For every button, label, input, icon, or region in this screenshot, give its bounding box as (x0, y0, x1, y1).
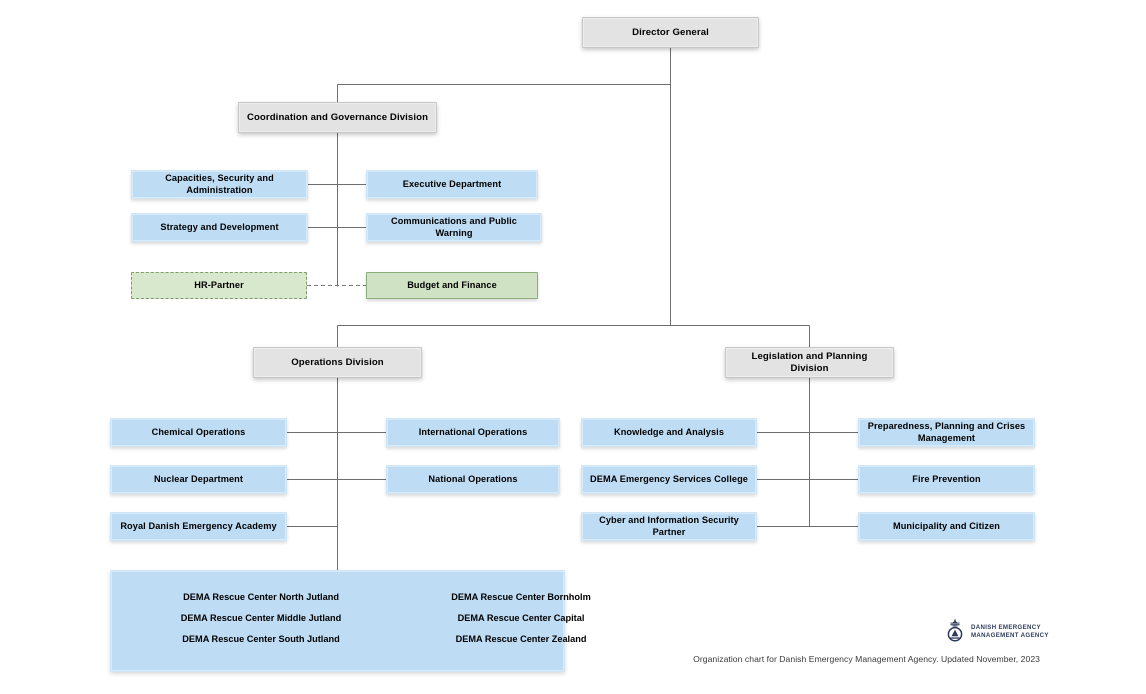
node-label: National Operations (428, 473, 518, 484)
node-nuclear-department[interactable]: Nuclear Department (110, 465, 287, 494)
node-chemical-operations[interactable]: Chemical Operations (110, 418, 287, 447)
node-label: Nuclear Department (153, 473, 244, 484)
node-legislation-and-planning-division[interactable]: Legislation and Planning Division (725, 347, 894, 378)
node-royal-danish-emergency-academy[interactable]: Royal Danish Emergency Academy (110, 512, 287, 541)
rescue-centers-left-column: DEMA Rescue Center North Jutland DEMA Re… (131, 592, 391, 657)
node-national-operations[interactable]: National Operations (386, 465, 560, 494)
node-cyber-and-information-security-partner[interactable]: Cyber and Information Security Partner (581, 512, 757, 541)
node-label: Executive Department (402, 178, 502, 189)
dema-emblem-icon (947, 619, 963, 642)
node-capacities-security-and-administration[interactable]: Capacities, Security and Administration (131, 170, 308, 199)
node-label: Strategy and Development (160, 221, 279, 232)
list-item[interactable]: DEMA Rescue Center Capital (457, 613, 585, 624)
node-coordination-and-governance-division[interactable]: Coordination and Governance Division (238, 102, 437, 133)
node-label: Communications and Public Warning (390, 216, 518, 238)
node-dema-emergency-services-college[interactable]: DEMA Emergency Services College (581, 465, 757, 494)
agency-logo-text: DANISH EMERGENCY MANAGEMENT AGENCY (971, 624, 1049, 640)
node-international-operations[interactable]: International Operations (386, 418, 560, 447)
node-label: Legislation and Planning Division (751, 350, 868, 374)
node-knowledge-and-analysis[interactable]: Knowledge and Analysis (581, 418, 757, 447)
node-label: DEMA Emergency Services College (590, 473, 748, 484)
node-label: International Operations (418, 426, 528, 437)
agency-logo-line-1: DANISH EMERGENCY (971, 623, 1041, 631)
list-item[interactable]: DEMA Rescue Center Bornholm (451, 592, 591, 602)
node-budget-and-finance[interactable]: Budget and Finance (366, 272, 538, 299)
list-item[interactable]: DEMA Rescue Center Middle Jutland (180, 613, 342, 624)
node-label: Director General (632, 26, 709, 38)
node-executive-department[interactable]: Executive Department (366, 170, 538, 199)
rescue-centers-panel[interactable]: DEMA Rescue Center North Jutland DEMA Re… (110, 570, 591, 672)
node-label: Operations Division (291, 356, 384, 368)
node-preparedness-planning-and-crises-management[interactable]: Preparedness, Planning and Crises Manage… (858, 418, 1035, 447)
node-label: Capacities, Security and Administration (165, 173, 274, 195)
node-operations-division[interactable]: Operations Division (253, 347, 422, 378)
list-item[interactable]: DEMA Rescue Center North Jutland (183, 592, 339, 602)
node-director-general[interactable]: Director General (582, 17, 759, 48)
node-label: Knowledge and Analysis (613, 426, 725, 437)
node-label: Coordination and Governance Division (246, 111, 429, 123)
node-municipality-and-citizen[interactable]: Municipality and Citizen (858, 512, 1035, 541)
agency-logo-line-2: MANAGEMENT AGENCY (971, 632, 1049, 639)
agency-logo: DANISH EMERGENCY MANAGEMENT AGENCY (944, 618, 1050, 646)
node-label: Preparedness, Planning and Crises Manage… (867, 421, 1026, 443)
node-label: Royal Danish Emergency Academy (120, 520, 277, 531)
node-fire-prevention[interactable]: Fire Prevention (858, 465, 1035, 494)
node-communications-and-public-warning[interactable]: Communications and Public Warning (366, 213, 542, 242)
list-item[interactable]: DEMA Rescue Center South Jutland (182, 634, 340, 645)
node-label: Budget and Finance (407, 279, 497, 290)
node-strategy-and-development[interactable]: Strategy and Development (131, 213, 308, 242)
list-item[interactable]: DEMA Rescue Center Zealand (455, 634, 587, 645)
rescue-centers-right-column: DEMA Rescue Center Bornholm DEMA Rescue … (396, 592, 646, 657)
node-label: Fire Prevention (912, 473, 981, 484)
node-label: Cyber and Information Security Partner (599, 515, 739, 537)
node-label: Chemical Operations (151, 426, 246, 437)
node-hr-partner[interactable]: HR-Partner (131, 272, 307, 299)
node-label: HR-Partner (194, 279, 244, 290)
node-label: Municipality and Citizen (892, 520, 1001, 531)
footer-caption: Organization chart for Danish Emergency … (693, 654, 1040, 664)
